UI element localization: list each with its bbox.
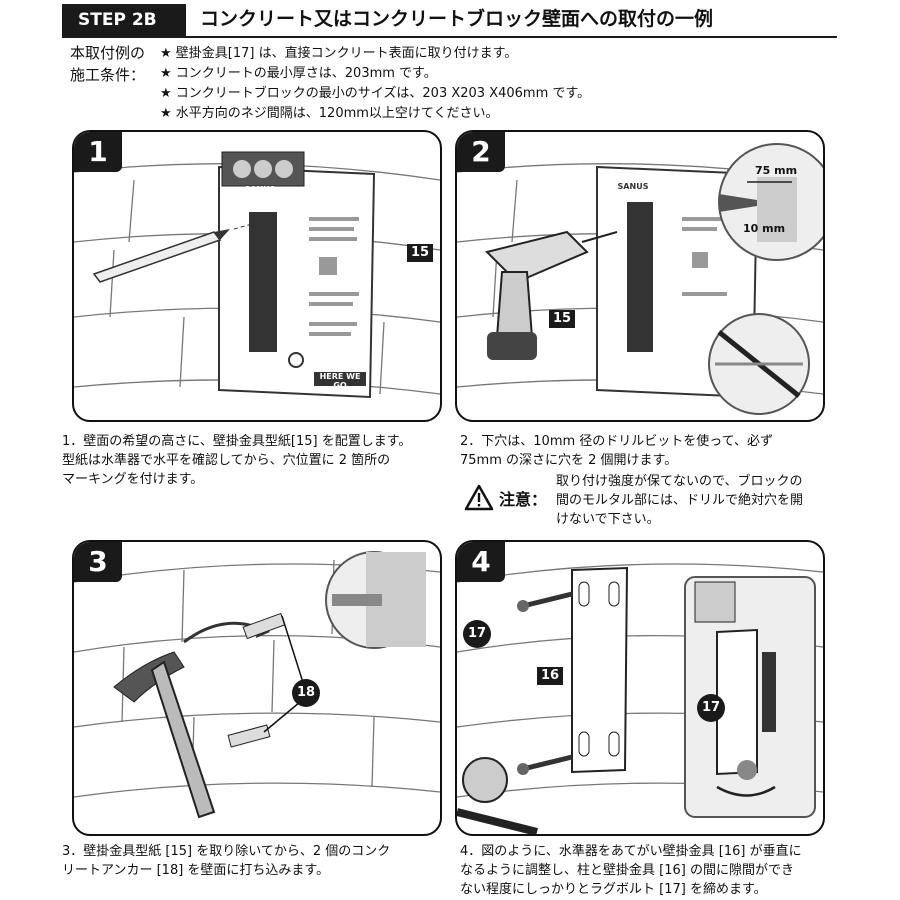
caution-line: 間のモルタル部には、ドリルで絶対穴を開 <box>556 493 804 508</box>
caution-text: 取り付け強度が保てないので、ブロックの 間のモルタル部には、ドリルで絶対穴を開 … <box>556 472 846 529</box>
step-1-illustration: 1 SANUS HERE WE GO 15 <box>72 130 442 422</box>
template-footer: HERE WE GO <box>319 372 361 390</box>
condition-item: ★ コンクリートの最小厚さは、203mm です。 <box>160 66 437 81</box>
caution-label: 注意： <box>499 490 548 509</box>
page-title: コンクリート又はコンクリートブロック壁面への取付の一例 <box>200 8 714 30</box>
step-3-caption: 3．壁掛金具型紙 [15] を取り除いてから、2 個のコンク リートアンカー [… <box>62 842 442 880</box>
drill-diameter-label: 10 mm <box>743 222 786 235</box>
condition-item: ★ コンクリートブロックの最小のサイズは、203 X203 X406mm です。 <box>160 86 591 101</box>
bracket-mount-illustration <box>457 563 823 834</box>
caution-line: 取り付け強度が保てないので、ブロックの <box>556 474 803 489</box>
step-number: 4 <box>457 542 505 582</box>
conditions-label-2: 施工条件： <box>70 66 146 84</box>
condition-item: ★ 水平方向のネジ間隔は、120mm以上空けてください。 <box>160 106 499 121</box>
step-2-illustration: 2 SANUS 75 mm 10 mm 15 <box>455 130 825 422</box>
depth-label: 75 mm <box>755 164 798 177</box>
step-4-caption: 4．図のように、水準器をあてがい壁掛金具 [16] が垂直に なるように調整し、… <box>460 842 840 899</box>
drilling-illustration <box>457 143 823 415</box>
title-divider <box>62 36 837 38</box>
bracket-part-label: 16 <box>537 667 563 685</box>
caption-line: リートアンカー [18] を壁面に打ち込みます。 <box>62 863 330 878</box>
step-3-illustration: 3 18 <box>72 540 442 836</box>
anchor-part-label: 18 <box>292 679 320 707</box>
caption-line: 型紙は水準器で水平を確認してから、穴位置に 2 箇所の <box>62 453 391 468</box>
step-number: 2 <box>457 132 505 172</box>
template-part-label: 15 <box>549 310 575 328</box>
conditions-label-1: 本取付例の <box>70 44 146 62</box>
caption-line: 3．壁掛金具型紙 [15] を取り除いてから、2 個のコンク <box>62 844 391 859</box>
caption-line: ない程度にしっかりとラグボルト [17] を締めます。 <box>460 882 767 897</box>
condition-item: ★ 壁掛金具[17] は、直接コンクリート表面に取り付けます。 <box>160 46 518 61</box>
caption-line: 1．壁面の希望の高さに、壁掛金具型紙[15] を配置します。 <box>62 434 412 449</box>
template-brand: SANUS <box>244 185 276 194</box>
warning-icon <box>464 484 494 511</box>
step-1-caption: 1．壁面の希望の高さに、壁掛金具型紙[15] を配置します。 型紙は水準器で水平… <box>62 432 442 489</box>
bolt-part-label: 17 <box>463 620 491 648</box>
anchor-hammer-illustration <box>74 551 440 819</box>
step-number: 3 <box>74 542 122 582</box>
template-brand: SANUS <box>617 182 649 191</box>
caption-line: なるように調整し、柱と壁掛金具 [16] の間に隙間ができ <box>460 863 794 878</box>
inset-bolt-part-label: 17 <box>697 694 725 722</box>
step-2-caption: 2．下穴は、10mm 径のドリルビットを使って、必ず 75mm の深さに穴を 2… <box>460 432 840 470</box>
caption-line: 4．図のように、水準器をあてがい壁掛金具 [16] が垂直に <box>460 844 802 859</box>
caution-line: けないで下さい。 <box>556 512 660 527</box>
caption-line: 75mm の深さに穴を 2 個開けます。 <box>460 453 678 468</box>
step-label: STEP 2B <box>62 4 186 36</box>
caption-line: 2．下穴は、10mm 径のドリルビットを使って、必ず <box>460 434 773 449</box>
template-part-label: 15 <box>407 244 433 262</box>
step-4-illustration: 4 16 17 17 <box>455 540 825 836</box>
step-number: 1 <box>74 132 122 172</box>
caption-line: マーキングを付けます。 <box>62 472 204 487</box>
wall-template-illustration <box>74 151 440 399</box>
